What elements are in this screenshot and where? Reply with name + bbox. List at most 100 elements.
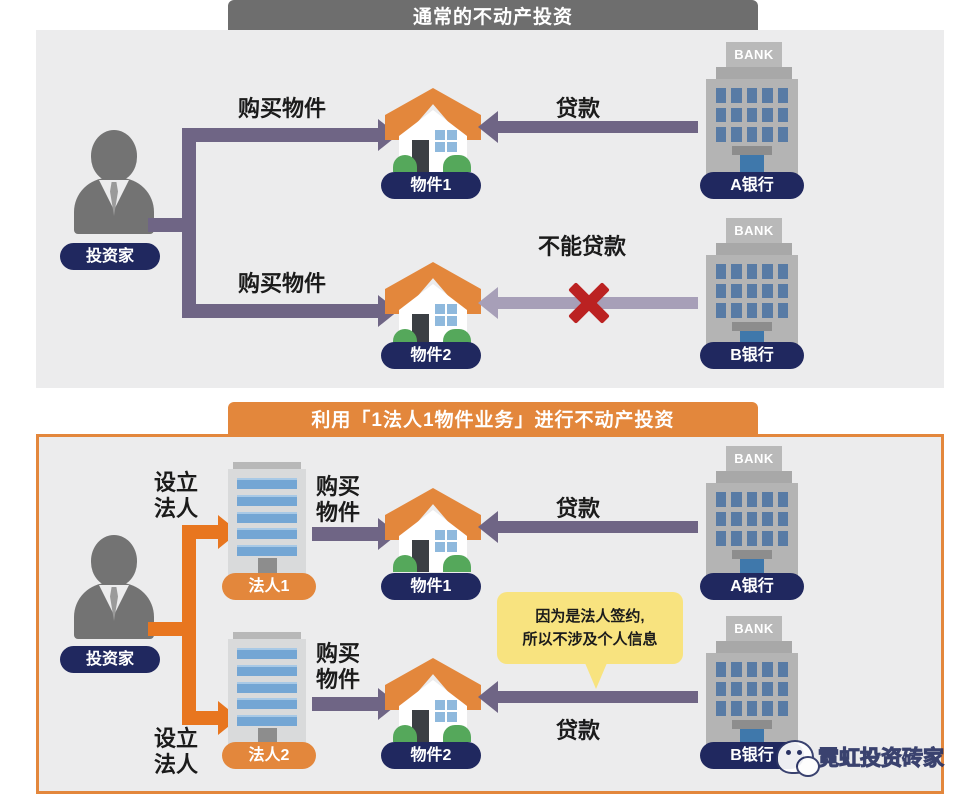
house-window-b2 bbox=[435, 700, 457, 722]
bank-label-b1: A银行 bbox=[700, 573, 804, 600]
house-bush-right-b2 bbox=[443, 725, 471, 742]
loan-arrow-bar-2-blocked bbox=[498, 297, 698, 309]
house-window-1 bbox=[435, 130, 457, 152]
bank-building-icon-b2: BANK bbox=[700, 616, 804, 748]
property-house-icon-b1 bbox=[385, 488, 481, 572]
bank-awning-1 bbox=[732, 146, 772, 155]
setup-label-1: 设立 法人 bbox=[154, 470, 198, 522]
bank-sign-b1: BANK bbox=[726, 446, 782, 471]
corporate-building-icon-1 bbox=[228, 462, 306, 580]
loan-label-b2: 贷款 bbox=[556, 718, 601, 743]
bank-awning-2 bbox=[732, 322, 772, 331]
bank-windows-b1 bbox=[716, 492, 788, 546]
buy-label-1: 购买物件 bbox=[238, 96, 327, 121]
property-label-b1: 物件1 bbox=[381, 573, 481, 600]
wechat-icon bbox=[778, 742, 818, 775]
loan-label-1: 贷款 bbox=[556, 96, 601, 121]
bottom-section-banner: 利用「1法人1物件业务」进行不动产投资 bbox=[228, 402, 758, 434]
buy-arrow-bar-2 bbox=[182, 304, 378, 318]
setup-branch-vertical bbox=[182, 525, 196, 725]
loan-arrow-bar-b1 bbox=[498, 521, 698, 533]
bank-cornice-b1 bbox=[716, 471, 792, 483]
bank-awning-b2 bbox=[732, 720, 772, 729]
setup-label-2: 设立 法人 bbox=[154, 726, 198, 778]
investor-tie-icon-2 bbox=[110, 587, 118, 621]
callout-tail bbox=[585, 663, 607, 689]
setup-label-1-line2: 法人 bbox=[154, 495, 199, 521]
investor-head-icon-2 bbox=[91, 535, 137, 587]
bank-door-1 bbox=[740, 155, 764, 174]
loan-arrow-bar-1 bbox=[498, 121, 698, 133]
watermark: 霓虹投资砖家 bbox=[778, 742, 945, 775]
investor-figure-top bbox=[62, 130, 166, 240]
house-bush-left-b2 bbox=[393, 725, 417, 742]
house-window-2 bbox=[435, 304, 457, 326]
property-label-1: 物件1 bbox=[381, 172, 481, 199]
loan-arrow-head-1 bbox=[478, 111, 498, 143]
investor-branch-vertical-top bbox=[182, 128, 196, 318]
buy-label-b2-line1: 购买 bbox=[316, 641, 361, 666]
corp-label-1: 法人1 bbox=[222, 573, 316, 600]
investor-head-icon bbox=[91, 130, 137, 182]
bank-windows-1 bbox=[716, 88, 788, 142]
bank-label-2: B银行 bbox=[700, 342, 804, 369]
property-label-b2: 物件2 bbox=[381, 742, 481, 769]
callout-line-1: 因为是法人签约, bbox=[535, 607, 645, 625]
corp-windows-1 bbox=[237, 478, 297, 556]
buy-label-b2: 购买 物件 bbox=[316, 641, 360, 693]
house-bush-left-1 bbox=[393, 155, 417, 172]
loan-label-2: 不能贷款 bbox=[538, 234, 627, 259]
bank-windows-b2 bbox=[716, 662, 788, 716]
bank-building-icon-1: BANK bbox=[700, 42, 804, 174]
house-window-b1 bbox=[435, 530, 457, 552]
property-house-icon-b2 bbox=[385, 658, 481, 742]
corp-cap-2 bbox=[233, 632, 301, 641]
bank-windows-2 bbox=[716, 264, 788, 318]
watermark-text: 霓虹投资砖家 bbox=[818, 747, 945, 771]
buy-label-b1: 购买 物件 bbox=[316, 474, 360, 526]
house-bush-right-1 bbox=[443, 155, 471, 172]
corp-windows-2 bbox=[237, 648, 297, 726]
wechat-bubble-icon bbox=[798, 758, 818, 775]
callout-box: 因为是法人签约, 所以不涉及个人信息 bbox=[497, 592, 683, 664]
investor-label-bottom: 投资家 bbox=[60, 646, 160, 673]
investor-figure-bottom bbox=[62, 535, 166, 645]
loan-arrow-head-b1 bbox=[478, 511, 498, 543]
loan-arrow-head-2-blocked bbox=[478, 287, 498, 319]
property-house-icon-1 bbox=[385, 88, 481, 172]
bank-sign-1: BANK bbox=[726, 42, 782, 67]
investor-label-top: 投资家 bbox=[60, 243, 160, 270]
callout-line-2: 所以不涉及个人信息 bbox=[522, 631, 658, 648]
corp-cap-1 bbox=[233, 462, 301, 471]
bank-building-icon-2: BANK bbox=[700, 218, 804, 350]
investor-tie-icon bbox=[110, 182, 118, 216]
house-bush-left-2 bbox=[393, 329, 417, 346]
buy-label-b1-line2: 物件 bbox=[316, 499, 361, 525]
setup-label-1-line1: 设立 bbox=[154, 470, 199, 495]
property-label-2: 物件2 bbox=[381, 342, 481, 369]
setup-label-2-line1: 设立 bbox=[154, 726, 199, 751]
house-bush-right-2 bbox=[443, 329, 471, 346]
bank-cornice-b2 bbox=[716, 641, 792, 653]
buy-label-b2-line2: 物件 bbox=[316, 666, 361, 692]
bank-cornice-2 bbox=[716, 243, 792, 255]
bank-cornice-1 bbox=[716, 67, 792, 79]
buy-label-2: 购买物件 bbox=[238, 271, 327, 296]
buy-arrow-bar-b1 bbox=[312, 527, 378, 541]
house-bush-right-b1 bbox=[443, 555, 471, 572]
setup-arrow-bar-1 bbox=[182, 525, 218, 539]
setup-label-2-line2: 法人 bbox=[154, 751, 199, 777]
loan-arrow-bar-b2 bbox=[498, 691, 698, 703]
bank-awning-b1 bbox=[732, 550, 772, 559]
corporate-building-icon-2 bbox=[228, 632, 306, 750]
bank-label-1: A银行 bbox=[700, 172, 804, 199]
buy-arrow-bar-1 bbox=[182, 128, 378, 142]
property-house-icon-2 bbox=[385, 262, 481, 346]
buy-arrow-bar-b2 bbox=[312, 697, 378, 711]
blocked-x-icon bbox=[565, 279, 613, 327]
loan-arrow-head-b2 bbox=[478, 681, 498, 713]
corp-label-2: 法人2 bbox=[222, 742, 316, 769]
top-section-banner: 通常的不动产投资 bbox=[228, 0, 758, 30]
buy-label-b1-line1: 购买 bbox=[316, 474, 361, 499]
